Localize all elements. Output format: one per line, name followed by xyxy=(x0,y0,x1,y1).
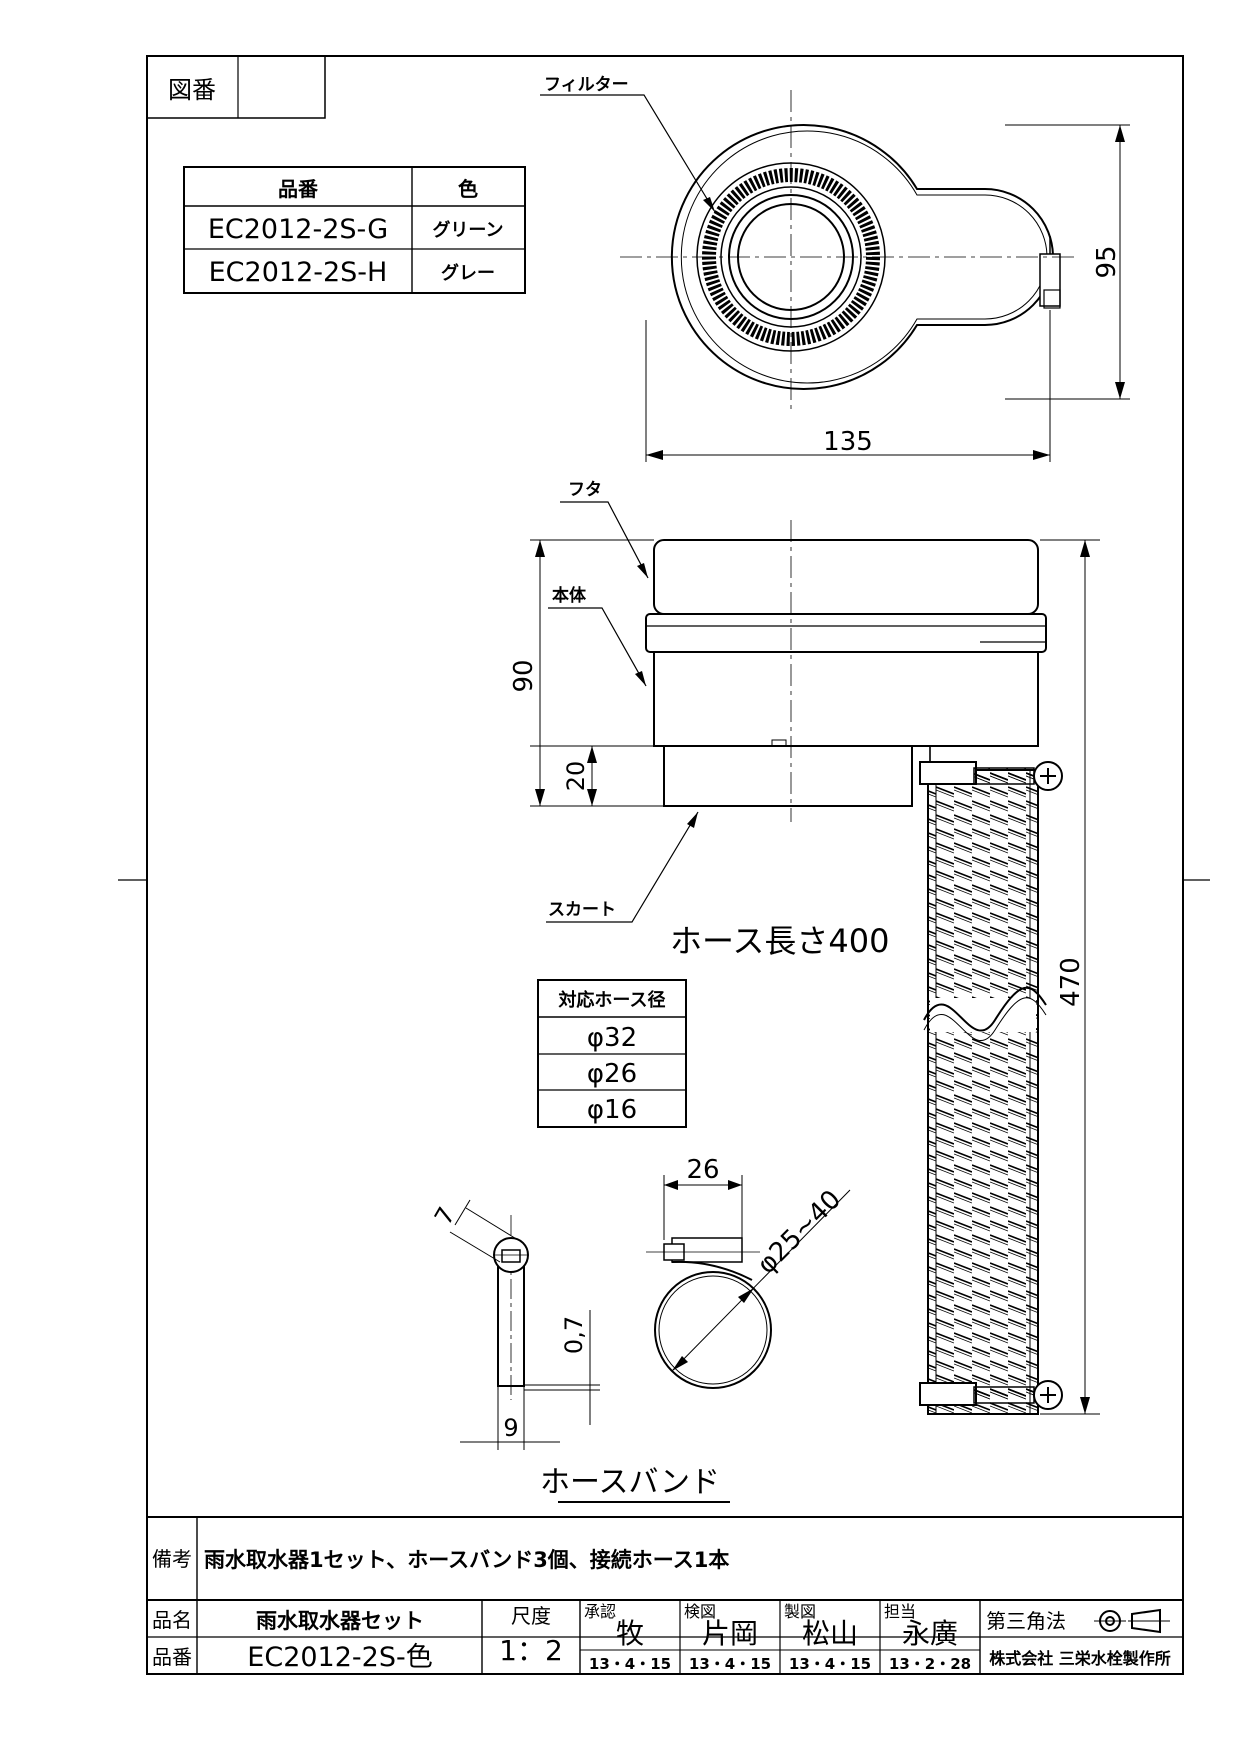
remarks-text: 雨水取水器1セット、ホースバンド3個、接続ホース1本 xyxy=(204,1548,729,1572)
dim-width xyxy=(645,310,1051,462)
hose-diameter-3: φ16 xyxy=(587,1095,637,1125)
approval-name-3: 松山 xyxy=(802,1617,858,1650)
scale-value: 1：2 xyxy=(499,1634,563,1667)
body-callout: 本体 xyxy=(548,585,647,687)
hose-band-upper xyxy=(919,761,1063,791)
dim-body-heights xyxy=(530,539,664,807)
sheet-border xyxy=(146,55,1184,1675)
approval-role-4: 担当 xyxy=(884,1602,916,1621)
body-label: 本体 xyxy=(552,585,587,606)
dim-total-height xyxy=(1040,539,1100,1415)
approval-name-2: 片岡 xyxy=(702,1617,758,1650)
dim-depth xyxy=(1005,124,1130,400)
top-view xyxy=(620,90,1075,410)
skirt xyxy=(663,745,913,807)
approval-date-3: 13・4・15 xyxy=(789,1655,871,1673)
dim-body-height-value: 90 xyxy=(509,659,539,692)
dim-depth-value: 95 xyxy=(1092,245,1122,278)
hose-diameter-2: φ26 xyxy=(587,1059,637,1089)
product-name-label: 品名 xyxy=(152,1608,192,1632)
parts-row2-color: グレー xyxy=(441,262,495,284)
band-ring xyxy=(645,613,1047,653)
scale-label: 尺度 xyxy=(511,1604,551,1628)
skirt-callout: スカート xyxy=(546,811,699,923)
parts-row2-code: EC2012-2S-H xyxy=(209,257,388,288)
company-name: 株式会社 三栄水栓製作所 xyxy=(989,1649,1171,1668)
parts-header-color: 色 xyxy=(458,177,478,201)
hose-band-lower xyxy=(919,1380,1063,1410)
dim-total-height-value: 470 xyxy=(1056,957,1086,1007)
lid-callout: フタ xyxy=(560,480,649,579)
approval-date-4: 13・2・28 xyxy=(889,1655,971,1673)
parts-header-code: 品番 xyxy=(278,177,319,201)
drawing-number-label: 図番 xyxy=(168,76,216,104)
approval-name-1: 牧 xyxy=(616,1617,644,1650)
approval-role-1: 承認 xyxy=(584,1602,616,1621)
top-clamp xyxy=(1039,253,1061,307)
parts-table: 品番 色 EC2012-2S-G グリーン EC2012-2S-H グレー xyxy=(183,166,526,294)
band-dim-width: 26 xyxy=(686,1155,719,1185)
band-dim-thickness: 0,7 xyxy=(560,1316,588,1354)
approval-date-2: 13・4・15 xyxy=(689,1655,771,1673)
hose-band-round-view xyxy=(646,1175,851,1389)
hose-band-label: ホースバンド xyxy=(540,1465,720,1500)
band-dim-7: 7 xyxy=(429,1202,461,1229)
product-number-label: 品番 xyxy=(152,1645,192,1669)
title-block xyxy=(147,1516,1183,1674)
lid-label: フタ xyxy=(568,480,602,500)
dim-skirt-height-value: 20 xyxy=(562,761,590,792)
remarks-label: 備考 xyxy=(152,1547,192,1571)
drawing-number-box: 図番 xyxy=(146,55,326,119)
band-dim-9: 9 xyxy=(503,1414,518,1442)
projection-label: 第三角法 xyxy=(986,1609,1066,1633)
approval-name-4: 永廣 xyxy=(902,1617,958,1650)
hose-band-side-view xyxy=(449,1199,600,1450)
hose xyxy=(923,769,1047,1415)
approval-role-3: 製図 xyxy=(784,1602,816,1621)
parts-row1-color: グリーン xyxy=(432,219,503,241)
approval-date-1: 13・4・15 xyxy=(589,1655,671,1673)
third-angle-projection-icon xyxy=(1094,1608,1170,1634)
lid xyxy=(653,539,1039,615)
main-body xyxy=(653,651,1039,747)
hose-length-note: ホース長さ400 xyxy=(670,922,889,960)
filter-callout: フィルター xyxy=(540,75,716,213)
dim-width-value: 135 xyxy=(823,427,873,457)
filter-label: フィルター xyxy=(544,75,629,95)
product-number: EC2012-2S-色 xyxy=(247,1642,432,1673)
hose-diameter-table: 対応ホース径 φ32 φ26 φ16 xyxy=(537,979,687,1128)
skirt-label: スカート xyxy=(548,900,616,920)
product-name: 雨水取水器セット xyxy=(256,1609,424,1633)
approval-role-2: 検図 xyxy=(684,1602,716,1621)
parts-row1-code: EC2012-2S-G xyxy=(208,214,388,245)
band-dim-diameter: φ25~40 xyxy=(752,1185,848,1281)
hose-table-header: 対応ホース径 xyxy=(557,989,665,1011)
hose-diameter-1: φ32 xyxy=(587,1023,637,1053)
